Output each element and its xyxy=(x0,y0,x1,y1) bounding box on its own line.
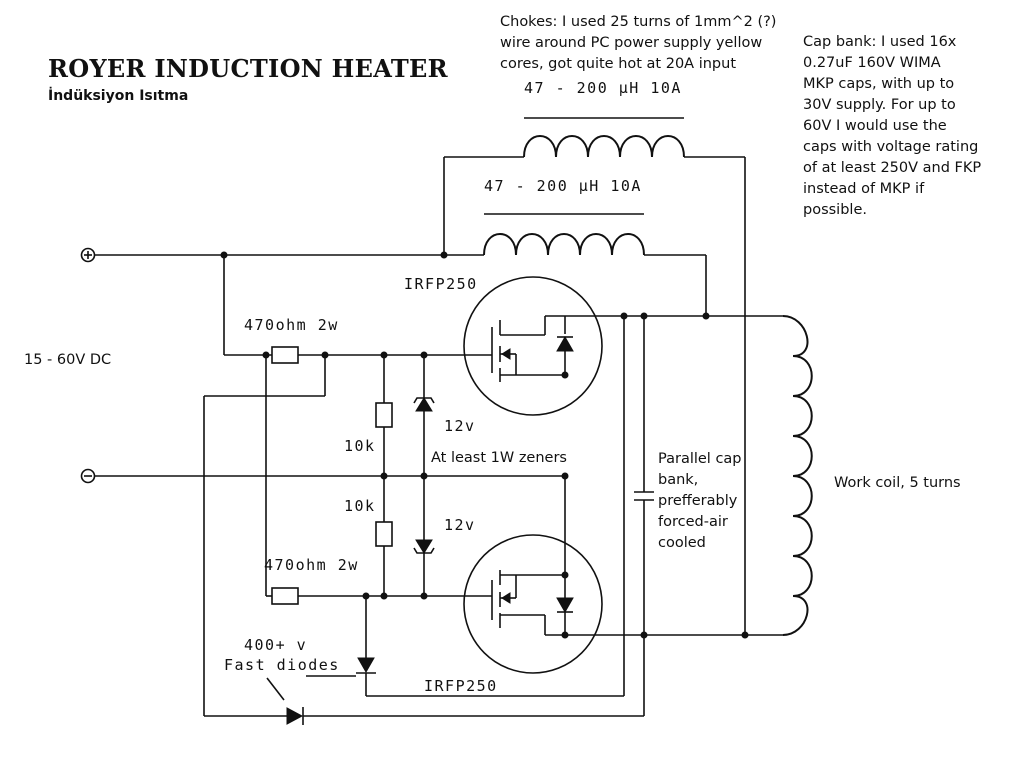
diagram-title: ROYER INDUCTION HEATER xyxy=(48,54,448,83)
work-coil xyxy=(782,315,813,636)
choke-top xyxy=(523,117,685,158)
diode-voltage-label: 400+ v xyxy=(244,636,307,654)
zener-bottom xyxy=(413,476,435,596)
cap-note-line: Parallel cap xyxy=(658,451,742,467)
mosfet-bottom xyxy=(463,476,603,674)
supply-voltage-label: 15 - 60V DC xyxy=(24,352,111,368)
cap-bank-note-line: 0.27uF 160V WIMA xyxy=(803,55,941,71)
junction-dots xyxy=(220,251,749,639)
gate-resistor-top xyxy=(271,346,299,364)
drain-top-net xyxy=(366,315,783,697)
cap-note: Parallel cap bank, prefferably forced-ai… xyxy=(658,451,742,551)
mosfet-top-label: IRFP250 xyxy=(404,275,478,293)
chokes-note-line: cores, got quite hot at 20A input xyxy=(500,56,737,72)
cap-bank-note-line: Cap bank: I used 16x xyxy=(803,34,957,50)
mosfet-bottom-label: IRFP250 xyxy=(424,677,498,695)
pulldown-bottom-label: 10k xyxy=(344,497,376,515)
pulldown-top-label: 10k xyxy=(344,437,376,455)
diode-label-pointers xyxy=(266,675,356,701)
cap-bank-note-line: instead of MKP if xyxy=(803,181,925,197)
positive-terminal xyxy=(80,247,96,263)
choke-bottom-label: 47 - 200 µH 10A xyxy=(484,177,642,195)
zener-bottom-label: 12v xyxy=(444,516,476,534)
zener-top xyxy=(413,355,435,476)
positive-rail-wires xyxy=(95,156,746,635)
chokes-note-line: wire around PC power supply yellow xyxy=(500,35,763,51)
cap-bank-note-line: MKP caps, with up to xyxy=(803,76,955,92)
cap-bank-note: Cap bank: I used 16x 0.27uF 160V WIMA MK… xyxy=(803,32,981,221)
negative-terminal xyxy=(80,468,96,484)
cap-note-line: cooled xyxy=(658,535,706,551)
choke-top-label: 47 - 200 µH 10A xyxy=(524,79,682,97)
pulldown-resistor-top xyxy=(375,355,393,476)
cap-note-line: bank, xyxy=(658,472,698,488)
chokes-note-line: Chokes: I used 25 turns of 1mm^2 (?) xyxy=(500,14,777,30)
resistor-bottom-label: 470ohm 2w xyxy=(264,556,359,574)
chokes-note: Chokes: I used 25 turns of 1mm^2 (?) wir… xyxy=(500,12,776,75)
cap-note-line: prefferably xyxy=(658,493,738,509)
choke-bottom xyxy=(483,213,645,256)
resistor-top-label: 470ohm 2w xyxy=(244,316,339,334)
cap-bank-note-line: possible. xyxy=(803,202,867,218)
cap-bank-note-line: of at least 250V and FKP xyxy=(803,160,982,176)
diode-type-label: Fast diodes xyxy=(224,656,340,674)
cap-bank-note-line: 30V supply. For up to xyxy=(803,97,956,113)
pulldown-resistor-bottom xyxy=(375,476,393,596)
cap-note-line: forced-air xyxy=(658,514,728,530)
diagram-subtitle: İndüksiyon Isıtma xyxy=(48,88,189,104)
cap-bank-capacitor xyxy=(634,316,654,716)
fast-diode-top-gate xyxy=(204,707,644,725)
fast-diode-bottom-gate xyxy=(356,596,376,696)
zener-note: At least 1W zeners xyxy=(431,450,567,466)
cap-bank-note-line: 60V I would use the xyxy=(803,118,947,134)
mosfet-top xyxy=(463,276,603,416)
zener-top-label: 12v xyxy=(444,417,476,435)
cap-bank-note-line: caps with voltage rating xyxy=(803,139,979,155)
coil-note: Work coil, 5 turns xyxy=(834,475,961,491)
